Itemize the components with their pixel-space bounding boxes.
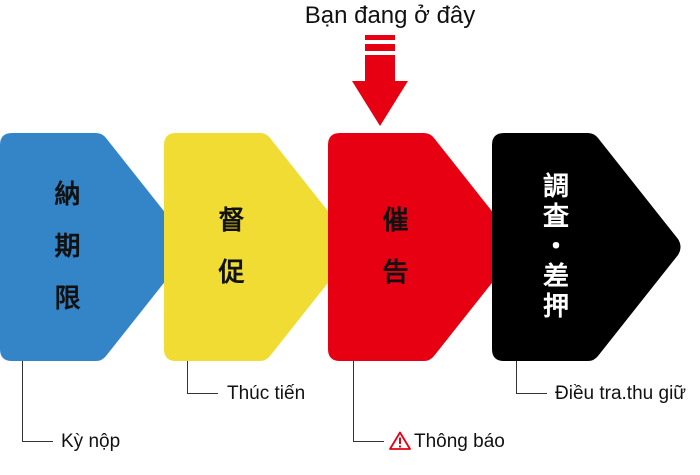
caption-reminder: Thúc tiến [227,383,306,404]
step-char: 促 [218,258,245,288]
caption-deadline: Kỳ nộp [61,431,121,452]
step-reminder: 督 促 [164,133,358,361]
step-char: 督 [218,206,245,236]
step-char: ・ [542,232,569,262]
step-char: 催 [382,206,409,236]
chevron-shape [328,133,517,361]
connector-line [22,361,53,442]
step-deadline: 納 期 限 [0,133,194,361]
step-char: 限 [54,284,81,314]
connector-line [516,361,547,394]
step-char: 期 [54,232,81,262]
you-are-here-label: Bạn đang ở đây [304,2,476,29]
caption-notice-wrap: Thông báo [389,431,505,453]
step-char: 差 [542,262,569,292]
connector-line [187,361,218,394]
step-char: 告 [382,258,409,288]
chevron-shape [164,133,353,361]
chevron-shape [0,133,189,361]
warning-icon [389,431,411,450]
step-investigation: 調 査 ・ 差 押 [492,133,686,361]
step-char: 調 [542,172,569,202]
step-notice: 催 告 [328,133,522,361]
step-char: 押 [542,292,569,322]
down-arrow-icon [352,35,408,126]
chevron-shape [492,133,681,361]
step-char: 納 [54,180,81,210]
step-char: 査 [542,202,569,232]
connector-line [353,361,384,442]
caption-investigation: Điều tra.thu giữ [555,383,687,404]
caption-notice: Thông báo [414,431,505,452]
